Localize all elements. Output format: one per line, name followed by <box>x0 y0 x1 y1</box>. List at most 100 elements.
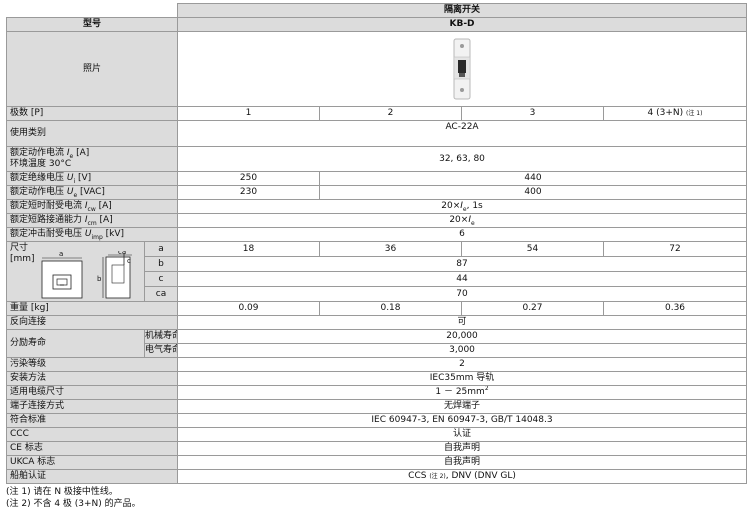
dim-key-b: b <box>144 256 178 272</box>
short-time-value: 20×Ie, 1s <box>176 199 748 214</box>
poles-value-2: 2 <box>319 106 462 121</box>
short-time-value-subscript: e <box>462 205 467 213</box>
reverse-value: 可 <box>176 315 748 330</box>
mounting-row: 安装方法 IEC35mm 导轨 <box>6 371 748 386</box>
insulation-value-multi: 440 <box>318 171 748 186</box>
op-voltage-value-multi: 400 <box>318 185 748 200</box>
pollution-label: 污染等级 <box>6 357 178 372</box>
op-voltage-row: 额定动作电压 Ue [VAC] 230 400 <box>6 185 748 200</box>
weight-1p: 0.09 <box>177 301 320 316</box>
footnote-2: (注 2) 不含 4 极 (3+N) 的产品。 <box>6 499 141 509</box>
poles-value-1: 1 <box>177 106 320 121</box>
dim-fig-c: c <box>127 257 131 265</box>
product-photo <box>453 38 471 100</box>
life-elec-value: 3,000 <box>176 343 748 358</box>
spec-table: 隔离开关 型号 KB-D 照片 极数 [P] 1 2 3 4 (3+N) (注 … <box>6 3 748 484</box>
short-time-row: 额定短时耐受电流 Icw [A] 20×Ie, 1s <box>6 199 748 214</box>
short-time-value-duration: , 1s <box>466 201 483 211</box>
product-title: 隔离开关 <box>176 3 748 18</box>
ccc-label: CCC <box>6 427 178 442</box>
current-label: 额定动作电流 Ie [A] 环境温度 30°C <box>6 146 178 172</box>
marine-value: CCS (注 2), DNV (DNV GL) <box>176 469 748 484</box>
poles-row: 极数 [P] 1 2 3 4 (3+N) (注 1) <box>6 106 748 121</box>
op-voltage-value-1p: 230 <box>177 185 320 200</box>
op-voltage-unit: [VAC] <box>77 187 105 197</box>
insulation-symbol: U <box>66 173 74 183</box>
short-make-row: 额定短路接通能力 Icm [A] 20×Ie <box>6 213 748 228</box>
standards-value: IEC 60947-3, EN 60947-3, GB/T 14048.3 <box>176 413 748 428</box>
life-label: 分励寿命 <box>6 329 145 358</box>
dim-ca-value: 70 <box>176 286 748 302</box>
impulse-symbol: U <box>84 229 92 239</box>
short-make-value: 20×Ie <box>176 213 748 228</box>
op-voltage-symbol: U <box>66 187 74 197</box>
current-label-text: 额定动作电流 <box>10 148 67 158</box>
footnotes: (注 1) 请在 N 极接中性线。 (注 2) 不含 4 极 (3+N) 的产品… <box>6 486 141 510</box>
mounting-value: IEC35mm 导轨 <box>176 371 748 386</box>
pollution-value: 2 <box>176 357 748 372</box>
dim-a-1p: 18 <box>177 241 320 257</box>
dim-row-b: b 87 <box>7 256 748 272</box>
insulation-unit: [V] <box>75 173 92 183</box>
footnote-1: (注 1) 请在 N 极接中性线。 <box>6 487 118 497</box>
ukca-row: UKCA 标志 自我声明 <box>6 455 748 470</box>
insulation-label: 额定绝缘电压 Ui [V] <box>6 171 178 186</box>
insulation-subscript: i <box>73 177 76 185</box>
ce-label: CE 标志 <box>6 441 178 456</box>
op-voltage-label: 额定动作电压 Ue [VAC] <box>6 185 178 200</box>
reverse-row: 反向连接 可 <box>6 315 748 330</box>
cable-value-range: 1 － 25mm <box>435 387 485 397</box>
dim-row-c: c 44 <box>7 271 748 287</box>
marine-row: 船舶认证 CCS (注 2), DNV (DNV GL) <box>6 469 748 484</box>
short-time-unit: [A] <box>95 201 112 211</box>
short-make-value-factor: 20× <box>449 215 469 225</box>
impulse-unit: [kV] <box>102 229 125 239</box>
marine-value-ccs: CCS <box>408 471 430 481</box>
cable-value: 1 － 25mm2 <box>176 385 748 400</box>
short-time-value-symbol: I <box>460 201 463 211</box>
op-voltage-label-text: 额定动作电压 <box>10 187 67 197</box>
short-make-subscript: cm <box>87 219 97 227</box>
dim-row-ca: ca 70 <box>7 286 748 302</box>
model-label: 型号 <box>6 17 178 32</box>
weight-4p: 0.36 <box>602 301 748 316</box>
category-row: 使用类别 AC-22A <box>6 120 748 147</box>
insulation-label-text: 额定绝缘电压 <box>10 173 67 183</box>
ccc-row: CCC 认证 <box>6 427 748 442</box>
dimension-unit: [mm] <box>10 254 35 264</box>
poles-label: 极数 [P] <box>6 106 178 121</box>
model-value: KB-D <box>176 17 748 32</box>
short-time-label: 额定短时耐受电流 Icw [A] <box>6 199 178 214</box>
cable-row: 适用电缆尺寸 1 － 25mm2 <box>6 385 748 400</box>
short-make-value-symbol: I <box>468 215 471 225</box>
impulse-subscript: imp <box>91 233 103 241</box>
photo-label: 照片 <box>6 31 178 107</box>
insulation-row: 额定绝缘电压 Ui [V] 250 440 <box>6 171 748 186</box>
short-time-label-text: 额定短时耐受电流 <box>10 201 85 211</box>
current-ambient: 环境温度 30°C <box>10 159 72 169</box>
dim-key-a: a <box>144 241 178 257</box>
marine-note-mark: (注 2) <box>429 473 446 480</box>
life-elec-label: 电气寿命 <box>144 343 178 358</box>
poles-value-4: 4 (3+N) (注 1) <box>602 106 748 121</box>
dim-b-value: 87 <box>176 256 748 272</box>
short-make-label-text: 额定短路接通能力 <box>10 215 85 225</box>
ukca-value: 自我声明 <box>176 455 748 470</box>
category-label: 使用类别 <box>6 120 178 147</box>
short-make-unit: [A] <box>96 215 113 225</box>
current-unit: [A] <box>73 148 90 158</box>
photo-row: 照片 <box>6 31 748 107</box>
dim-a-2p: 36 <box>319 241 462 257</box>
marine-value-dnv: , DNV (DNV GL) <box>445 471 516 481</box>
poles-value-4-text: 4 (3+N) <box>647 108 684 118</box>
pollution-row: 污染等级 2 <box>6 357 748 372</box>
op-voltage-subscript: e <box>73 191 78 199</box>
terminal-label: 端子连接方式 <box>6 399 178 414</box>
impulse-value: 6 <box>176 227 748 242</box>
reverse-label: 反向连接 <box>6 315 178 330</box>
terminal-value: 无焊端子 <box>176 399 748 414</box>
short-make-symbol: I <box>84 215 88 225</box>
short-time-subscript: cw <box>87 205 96 213</box>
dimension-label-cell: 尺寸[mm] a ca c b <box>6 241 145 302</box>
